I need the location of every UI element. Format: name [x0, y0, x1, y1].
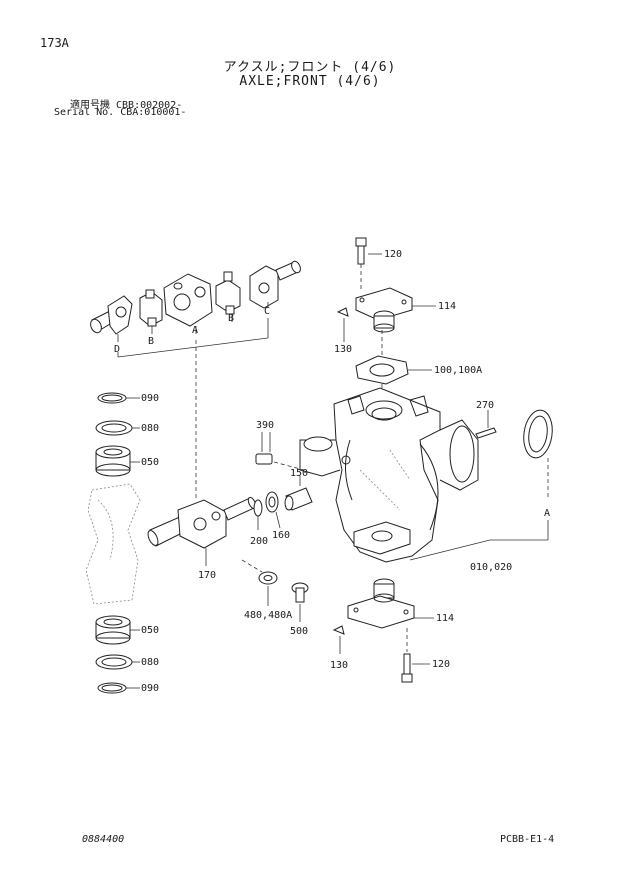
callout-010-020: 010,020 [470, 562, 512, 573]
bearing-050-bottom [95, 615, 140, 645]
seal-ring-090-top [97, 392, 140, 404]
universal-joint-exploded [90, 260, 301, 358]
page-number: 173A [40, 36, 69, 50]
grease-fitting-390 [255, 432, 305, 471]
serial-range-english: Serial No. CBA:010001- [54, 107, 187, 118]
document-code: 0884400 [82, 834, 125, 845]
pin-and-seal-ring [475, 409, 553, 500]
seal-080-top [95, 420, 140, 436]
callout-090-bottom: 090 [141, 683, 159, 694]
callout-114-top: 114 [438, 301, 456, 312]
seal-ring-090-bottom [97, 682, 140, 694]
title-english: AXLE;FRONT (4/6) [239, 74, 381, 89]
callout-270: 270 [476, 400, 494, 411]
washer-480 [241, 559, 278, 606]
ref-letter-a-right: A [544, 508, 550, 519]
serial-range-japanese: 適用号機 CBB:002002- [70, 100, 183, 111]
upper-kingpin-parts [336, 237, 436, 398]
steering-knuckle-housing [299, 387, 479, 563]
callout-120-top: 120 [384, 249, 402, 260]
title-japanese: アクスル;フロント (4/6) [223, 60, 397, 75]
ref-letter-c: C [264, 306, 270, 317]
drive-shaft-170 [147, 496, 257, 566]
callout-480-480a: 480,480A [244, 610, 292, 621]
snap-ring-200 [253, 499, 263, 530]
ref-letter-a-top: A [192, 325, 198, 336]
seal-080-bottom [95, 654, 140, 670]
callout-050-top: 050 [141, 457, 159, 468]
callout-200: 200 [250, 536, 268, 547]
axle-housing-ghost [85, 483, 141, 605]
thrust-washer-160 [265, 491, 281, 529]
ref-letter-b-left: B [148, 336, 154, 347]
callout-160: 160 [272, 530, 290, 541]
bushing-150 [284, 476, 313, 511]
lower-kingpin-parts [332, 578, 434, 683]
callout-114-bottom: 114 [436, 613, 454, 624]
ref-letter-b-right: B [228, 313, 234, 324]
callout-080-top: 080 [141, 423, 159, 434]
callout-170: 170 [198, 570, 216, 581]
bolt-500 [291, 582, 309, 622]
ref-letter-d: D [114, 344, 120, 355]
callout-120-bottom: 120 [432, 659, 450, 670]
callout-050-bottom: 050 [141, 625, 159, 636]
callout-080-bottom: 080 [141, 657, 159, 668]
callout-090-top: 090 [141, 393, 159, 404]
callout-500: 500 [290, 626, 308, 637]
callout-150: 150 [290, 468, 308, 479]
sheet-code: PCBB-E1-4 [500, 834, 555, 845]
callout-130-top: 130 [334, 344, 352, 355]
bearing-050-top [95, 445, 140, 477]
callout-130-bottom: 130 [330, 660, 348, 671]
callout-390: 390 [256, 420, 274, 431]
callout-100-100a: 100,100A [434, 365, 482, 376]
